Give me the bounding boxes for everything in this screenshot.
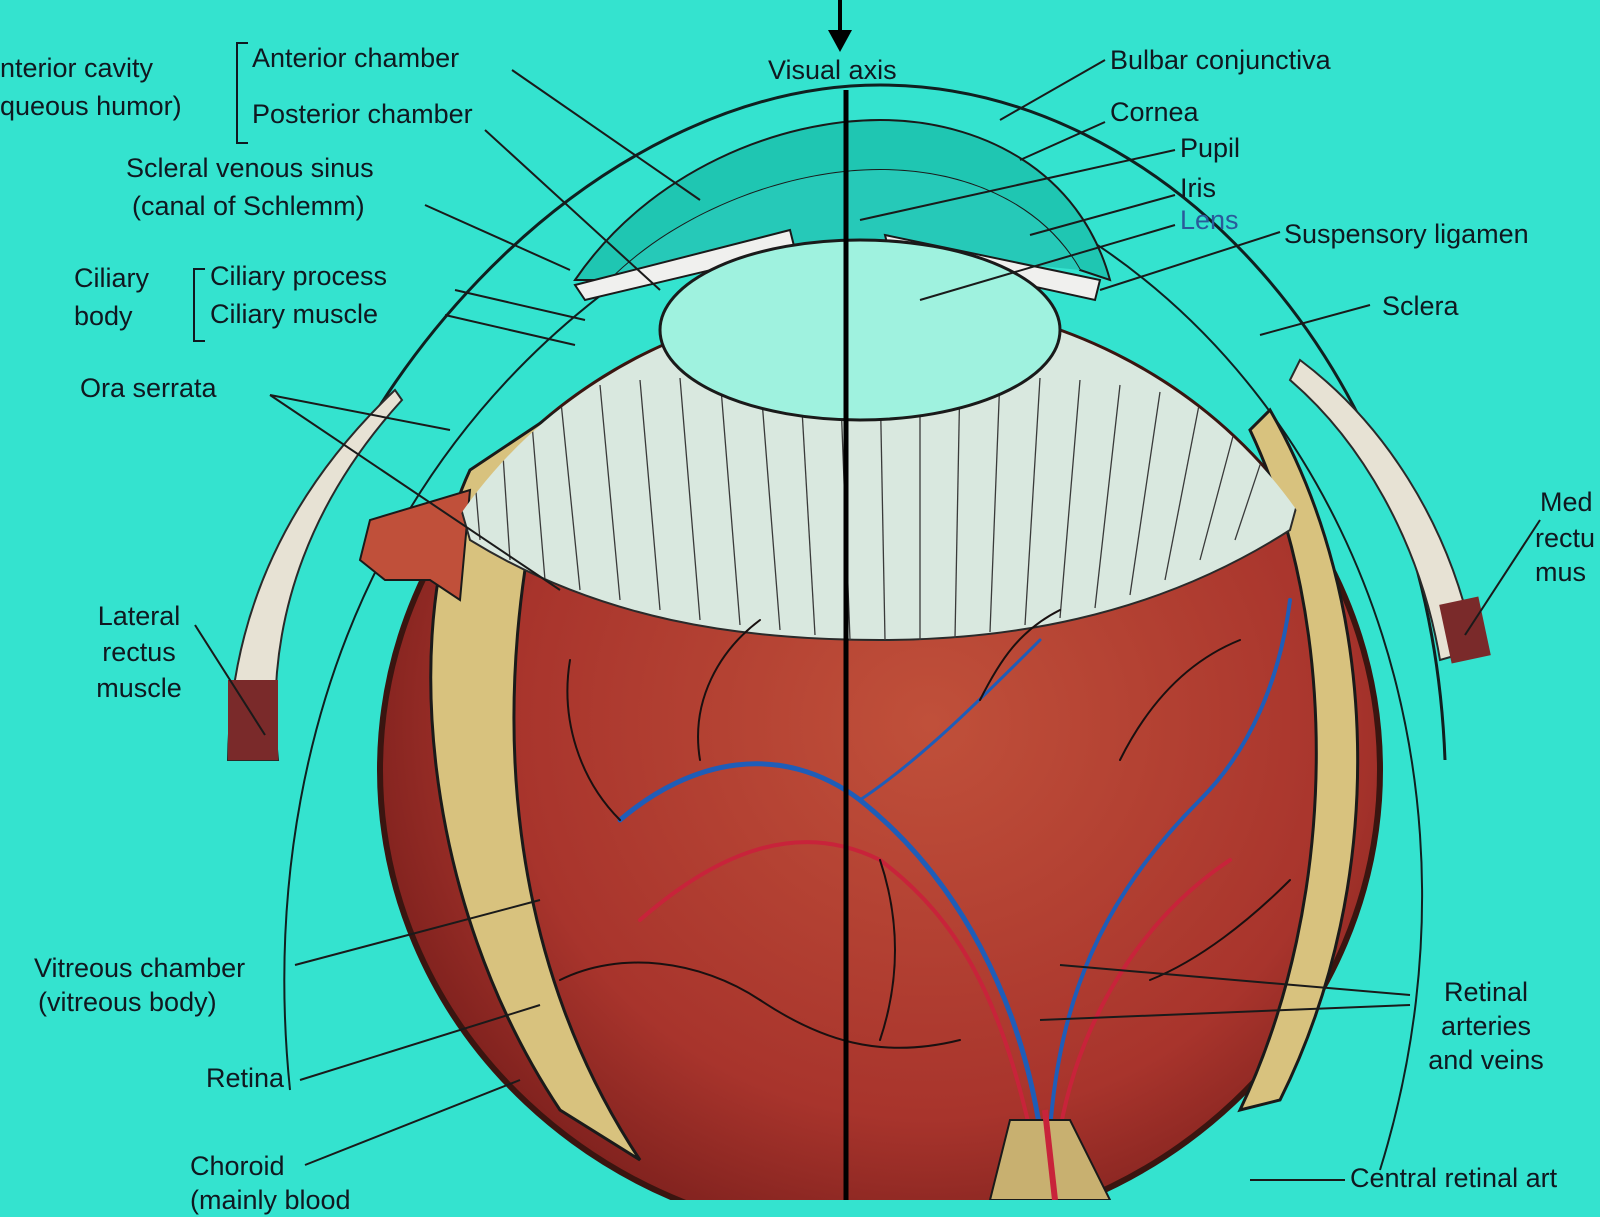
leader-lines <box>194 59 1541 1181</box>
label-anterior-cavity: nterior cavity <box>0 53 154 83</box>
label-central-retinal-artery: Central retinal art <box>1350 1163 1558 1193</box>
retinal-vessels <box>559 598 1292 1133</box>
label-visual-axis: Visual axis <box>768 55 897 85</box>
label-anterior-chamber: Anterior chamber <box>252 43 460 73</box>
label-choroid-2: (mainly blood <box>190 1185 351 1215</box>
label-pupil: Pupil <box>1180 133 1241 163</box>
label-lens: Lens <box>1180 205 1239 235</box>
sclera-wedge <box>358 488 472 602</box>
label-lateral-rectus-2: rectus <box>102 637 176 667</box>
medial-rectus-tendon <box>1439 596 1491 664</box>
bracket-anterior-cavity <box>236 42 248 144</box>
central-artery <box>1042 1109 1058 1200</box>
label-cornea: Cornea <box>1110 97 1199 127</box>
label-retinal-3: and veins <box>1428 1045 1544 1075</box>
lateral-rectus-muscle <box>226 388 404 761</box>
label-ciliary-body-1: Ciliary <box>74 263 150 293</box>
bracket-ciliary-body <box>193 268 205 342</box>
label-sclera: Sclera <box>1382 291 1459 321</box>
visual-axis-arrowhead <box>828 30 852 52</box>
label-iris: Iris <box>1180 173 1216 203</box>
medial-rectus-muscle <box>1288 358 1477 662</box>
label-retina: Retina <box>206 1063 285 1093</box>
label-ciliary-muscle: Ciliary muscle <box>210 299 379 329</box>
label-lateral-rectus-1: Lateral <box>97 601 181 631</box>
label-medial-rectus-3: mus <box>1535 557 1587 587</box>
retina-layer-right <box>1237 407 1360 1113</box>
label-canal-of-schlemm: (canal of Schlemm) <box>132 191 365 221</box>
lateral-rectus-tendon <box>228 680 278 760</box>
label-scleral-venous-sinus: Scleral venous sinus <box>126 153 374 183</box>
label-retinal-1: Retinal <box>1443 977 1529 1007</box>
retina-layer <box>429 406 642 1162</box>
label-vitreous-chamber: Vitreous chamber <box>34 953 246 983</box>
label-retinal-2: arteries <box>1440 1011 1532 1041</box>
label-ora-serrata: Ora serrata <box>80 373 217 403</box>
label-choroid: Choroid <box>190 1151 285 1181</box>
label-aqueous-humor: queous humor) <box>0 91 182 121</box>
label-posterior-chamber: Posterior chamber <box>252 99 473 129</box>
label-ciliary-body-2: body <box>74 301 133 331</box>
label-ciliary-process: Ciliary process <box>210 261 388 291</box>
label-vitreous-body: (vitreous body) <box>38 987 217 1017</box>
lens <box>658 238 1062 422</box>
label-lateral-rectus-3: muscle <box>96 673 182 703</box>
label-bulbar-conjunctiva: Bulbar conjunctiva <box>1110 45 1331 75</box>
label-suspensory-ligament: Suspensory ligamen <box>1284 219 1529 249</box>
label-medial-rectus-1: Med <box>1540 487 1593 517</box>
label-medial-rectus-2: rectu <box>1535 523 1596 553</box>
